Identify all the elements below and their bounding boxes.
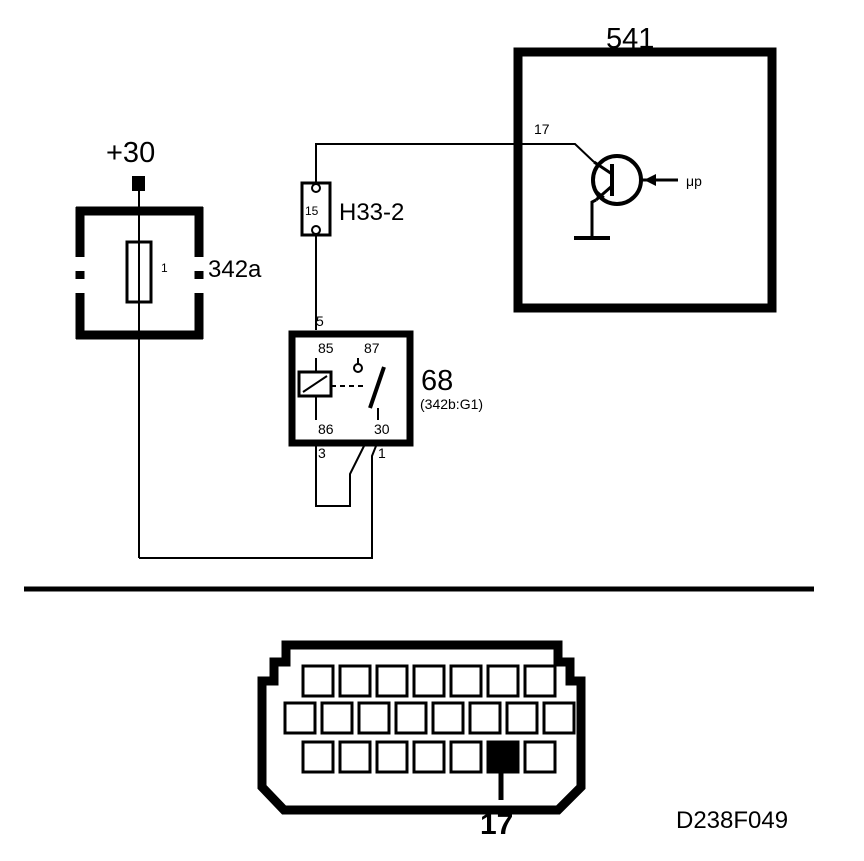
contact-87-icon (353, 363, 363, 373)
relay-pin-3: 3 (318, 445, 326, 461)
connector-pin (283, 701, 317, 735)
emitter-arrow-icon (596, 191, 605, 200)
relay-pin-30: 30 (374, 421, 390, 437)
fuse-h33-2: 15 H33-2 (300, 181, 404, 237)
relay-box (288, 330, 414, 447)
relay-pin-5: 5 (316, 313, 324, 329)
ecu-541: 541 17 μp (513, 23, 777, 313)
emitter-lead (590, 198, 597, 238)
micro-arrow-icon (644, 174, 656, 186)
relay-label: 68 (421, 365, 453, 397)
supply-label: +30 (106, 137, 155, 169)
ecu-label: 541 (606, 23, 654, 55)
fuse-1-number: 1 (161, 261, 168, 275)
connector-pin (338, 740, 372, 774)
connector-housing (257, 640, 586, 815)
connector-pin (542, 701, 576, 735)
connector-pin (412, 740, 446, 774)
connector-pin (523, 664, 557, 698)
switch-blade-icon (368, 366, 386, 409)
fuse-h-label: H33-2 (339, 199, 404, 226)
fuse-h-terminal-bottom (311, 225, 321, 235)
connector-pin (338, 664, 372, 698)
connector-pin (486, 664, 520, 698)
fusebox-label: 342a (208, 256, 262, 283)
connector-pin (523, 740, 557, 774)
connector-pin (375, 740, 409, 774)
connector-pin (394, 701, 428, 735)
connector-pin (412, 664, 446, 698)
connector-pin (449, 740, 483, 774)
connector-pin-label: 17 (480, 808, 513, 841)
coil-diagonal (302, 375, 328, 393)
relay-68: 5 85 87 86 30 3 1 68 (342b:G1) (288, 313, 483, 461)
supply-and-fusebox: +30 1 342a (75, 137, 262, 558)
connector-pin (357, 701, 391, 735)
transistor-collector (593, 160, 613, 176)
wire-ecu-to-fuse (315, 143, 595, 182)
relay-pin-87: 87 (364, 340, 380, 356)
connector-pin (301, 664, 335, 698)
relay-pin-1: 1 (378, 445, 386, 461)
relay-pin-85: 85 (318, 340, 334, 356)
connector-pin-17 (486, 740, 520, 774)
connector-pin (301, 740, 335, 774)
connector-pin (320, 701, 354, 735)
connector-pin (468, 701, 502, 735)
relay-pin-86: 86 (318, 421, 334, 437)
fuse-h-terminal-top (311, 183, 321, 193)
micro-label: μp (686, 173, 702, 189)
wire-relay-30-to-supply (139, 445, 377, 559)
diagnostic-connector: 17 (257, 640, 586, 841)
fuse-h-number: 15 (305, 204, 319, 218)
relay-location: (342b:G1) (420, 396, 483, 412)
ecu-pin-label: 17 (534, 121, 550, 137)
connector-pin (375, 664, 409, 698)
connector-pins (283, 664, 576, 774)
connector-pin (449, 664, 483, 698)
connector-pin (431, 701, 465, 735)
figure-code: D238F049 (676, 807, 788, 834)
connector-pin (505, 701, 539, 735)
ecu-box (513, 47, 777, 313)
supply-terminal-icon (132, 176, 145, 191)
wire-relay-86 (315, 445, 365, 507)
